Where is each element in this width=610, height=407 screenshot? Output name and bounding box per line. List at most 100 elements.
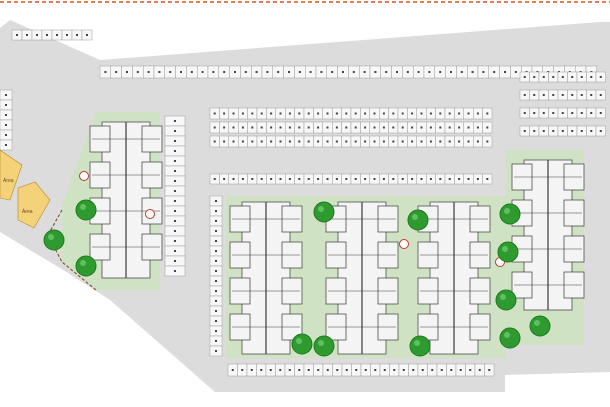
parking-mark — [215, 280, 217, 282]
parking-mark — [326, 140, 329, 143]
parking-mark — [542, 76, 545, 78]
parking-mark — [36, 34, 38, 36]
tree-highlight — [318, 206, 324, 212]
parking-mark — [232, 112, 235, 115]
tree-canopy — [313, 201, 335, 223]
tree-3 — [75, 255, 97, 277]
parking-mark — [552, 130, 555, 132]
parking-mark — [412, 369, 415, 371]
parking-mark — [364, 369, 367, 371]
parking-mark — [382, 140, 385, 143]
parking-mark — [288, 178, 291, 180]
parking-mark — [402, 369, 405, 371]
parking-mark — [223, 178, 226, 180]
parking-mark — [5, 144, 7, 146]
parking-mark — [298, 126, 301, 129]
parking-mark — [335, 112, 338, 115]
parking-mark — [279, 369, 282, 371]
tree-highlight — [502, 246, 508, 252]
parking-mark — [326, 369, 329, 371]
parking-mark — [561, 112, 564, 114]
tree-10 — [313, 335, 335, 357]
parking-mark — [420, 140, 423, 143]
parking-mark — [428, 71, 431, 73]
parking-mark — [392, 178, 395, 180]
parking-mark — [523, 112, 526, 114]
walking-path — [47, 209, 97, 291]
building-block-5 — [511, 159, 585, 311]
parking-mark — [469, 369, 472, 371]
parking-mark — [270, 112, 273, 115]
parking-mark — [260, 369, 263, 371]
parking-mark — [215, 320, 217, 322]
parking-mark — [590, 112, 593, 114]
parking-mark — [266, 71, 269, 73]
parking-mark — [298, 140, 301, 143]
parking-mark — [439, 140, 442, 143]
parking-mark — [523, 76, 526, 78]
parking-mark — [279, 178, 282, 180]
parking-mark — [383, 369, 386, 371]
parking-mark — [26, 34, 28, 36]
parking-mark — [373, 112, 376, 115]
parking-mark — [279, 112, 282, 115]
parking-mark — [460, 71, 463, 73]
parking-mark — [406, 71, 409, 73]
tree-highlight — [80, 204, 86, 210]
parking-mark — [326, 178, 329, 180]
parking-mark — [431, 369, 434, 371]
parking-mark — [307, 369, 310, 371]
parking-mark — [5, 114, 7, 116]
parking-mark — [401, 112, 404, 115]
parking-mark — [174, 160, 176, 162]
parking-mark — [213, 140, 216, 143]
parking-row-upper-1 — [209, 107, 493, 120]
parking-mark — [215, 240, 217, 242]
parking-mark — [307, 178, 310, 180]
parking-mark — [317, 178, 320, 180]
parking-mark — [429, 112, 432, 115]
parking-mark — [174, 220, 176, 222]
parking-mark — [420, 178, 423, 180]
building-block-2 — [229, 201, 303, 355]
parking-mark — [270, 126, 273, 129]
parking-row-right-2 — [519, 89, 606, 101]
building-block-3 — [325, 201, 399, 355]
parking-mark — [373, 140, 376, 143]
tree-2 — [43, 229, 65, 251]
parking-mark — [298, 178, 301, 180]
parking-mark — [250, 369, 253, 371]
parking-mark — [448, 112, 451, 115]
parking-mark — [5, 134, 7, 136]
tree-canopy — [409, 335, 431, 357]
tree-highlight — [414, 340, 420, 346]
parking-mark — [215, 310, 217, 312]
parking-mark — [561, 76, 564, 78]
parking-mark — [482, 71, 485, 73]
parking-mark — [215, 260, 217, 262]
parking-mark — [241, 126, 244, 129]
parking-mark — [260, 178, 263, 180]
parking-mark — [326, 126, 329, 129]
parking-mark — [354, 178, 357, 180]
parking-mark — [450, 369, 453, 371]
parking-mark — [448, 140, 451, 143]
parking-mark — [345, 140, 348, 143]
parking-mark — [458, 178, 461, 180]
parking-mark — [66, 34, 68, 36]
tree-canopy — [313, 335, 335, 357]
parking-mark — [354, 140, 357, 143]
tree-8 — [529, 315, 551, 337]
tree-highlight — [412, 214, 418, 220]
parking-mark — [342, 71, 344, 73]
parking-mark — [458, 126, 461, 129]
amenity-area-left — [0, 149, 23, 201]
parking-mark — [260, 112, 263, 115]
parking-mark — [174, 170, 176, 172]
parking-mark — [136, 71, 139, 73]
parking-mark — [420, 126, 423, 129]
parking-mark — [533, 76, 536, 78]
parking-mark — [260, 126, 263, 129]
parking-mark — [467, 178, 470, 180]
parking-mark — [542, 130, 545, 132]
